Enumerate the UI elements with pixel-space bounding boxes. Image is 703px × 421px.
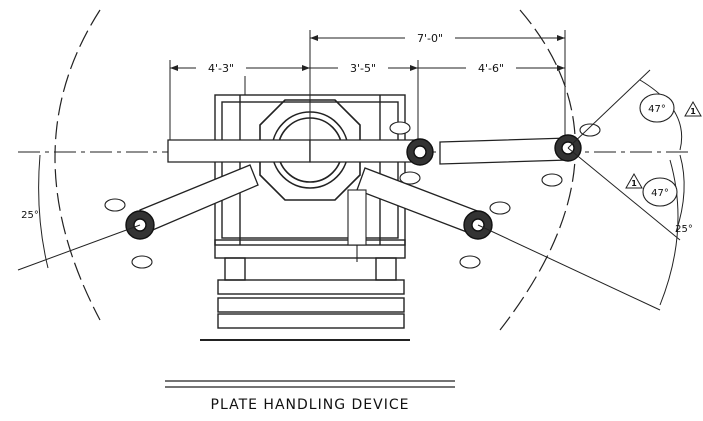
actuator [347, 189, 367, 262]
drawing-title: PLATE HANDLING DEVICE [211, 397, 410, 413]
angle-lines [17, 69, 685, 311]
title-underline [165, 380, 455, 388]
angle-bubbles [639, 93, 678, 207]
dimension-left-span: 4'-3" [208, 62, 234, 75]
left-horizontal-arm [167, 139, 311, 163]
gripper-pads [104, 121, 601, 269]
angle-right-low: 25° [675, 224, 693, 235]
dimension-lines [169, 30, 566, 140]
angle-left-low: 25° [21, 210, 39, 221]
right-horizontal-arm [309, 139, 421, 163]
dimension-right-span: 4'-6" [478, 62, 504, 75]
far-right-arm [439, 137, 569, 165]
revision-triangles [625, 100, 702, 189]
dimension-mid-span: 3'-5" [350, 62, 376, 75]
revision-marker-1: 1 [690, 107, 696, 116]
arms [139, 137, 569, 235]
angle-lower-right: 47° [651, 188, 669, 199]
dimension-overall: 7'-0" [417, 32, 443, 45]
revision-marker-2: 1 [631, 179, 637, 188]
angle-upper-right: 47° [648, 104, 666, 115]
left-sweep-arc [54, 9, 101, 321]
right-sweep-arc [499, 9, 576, 331]
central-frame [200, 94, 410, 341]
